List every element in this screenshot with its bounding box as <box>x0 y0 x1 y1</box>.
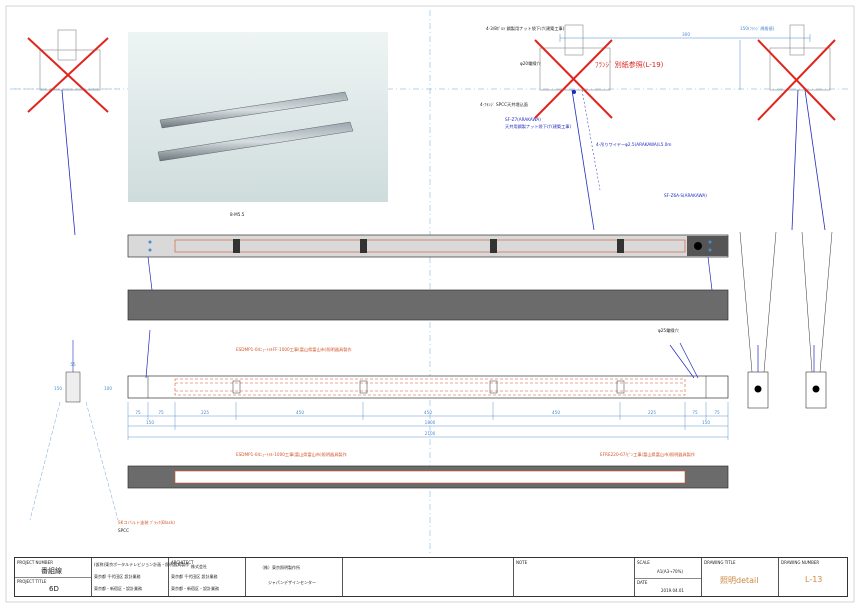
deleted-detail-center <box>534 24 613 231</box>
top-dimension <box>559 34 811 90</box>
dim-450b: 450 <box>424 410 432 415</box>
elevation-top-view <box>127 234 729 258</box>
deleted-detail-left <box>27 29 109 236</box>
project-title-value: 6D <box>49 585 59 593</box>
project-number-value: 番組線 <box>41 567 62 575</box>
drawing-number-label: DRAWING NUMBER <box>781 560 820 565</box>
notes-label: NOTE <box>516 560 528 565</box>
hole-label: 8-M5.5 <box>230 212 245 217</box>
project-number-label: PROJECT NUMBER <box>17 560 53 565</box>
firm-name: （株）東京照明製作所 <box>260 565 300 570</box>
architect-line-2: 東京都 千代田区 設計業務 <box>171 574 218 579</box>
fixture3-note: EFRE220-67/ﾋﾟﾝ工事(富山県富山市)照明器具製作 <box>600 451 696 458</box>
dim-150a: 150 <box>146 420 154 425</box>
conduit-lower-note: φ25電線穴 <box>658 327 679 334</box>
date-label: DATE <box>637 580 648 585</box>
fixture1-note: ESDMP1-04ﾆｭｰﾄﾗﾙFF-1000工事(富山県富山市)照明器具製作 <box>236 346 352 353</box>
scale-value: A1(A3→70%) <box>657 569 683 574</box>
dim-side-100: 100 <box>104 386 112 391</box>
elevation-section-view <box>127 375 729 399</box>
suspension-wires <box>145 256 713 379</box>
architect-line-3: 東京都・新宿区・設計業務 <box>171 586 219 591</box>
dim-225a: 225 <box>201 410 209 415</box>
firm-sub: ジャパンデザインセンター <box>268 580 316 585</box>
dim-225b: 225 <box>648 410 656 415</box>
sf27-sub-note: 天井用鋼製ナット袋下げ(建築工事) <box>505 123 571 130</box>
drawing-title: 照明detail <box>720 576 759 585</box>
drawing-title-label: DRAWING TITLE <box>704 560 736 565</box>
bolt-hole-note: 4-3/8ﾎﾞﾙﾄ 鋼製用ナット袋下げ(建築工事) <box>486 25 565 32</box>
designer-line-1: (仮称)東京ポータルテレビジョン計画・照明器具製作 <box>94 562 190 567</box>
scale-label: SCALE <box>637 560 650 565</box>
elevation-solid-view <box>127 289 729 321</box>
elevation-bottom-view <box>127 465 729 489</box>
sf27-note: SF-Z7(ARAKAWA) <box>505 117 541 122</box>
dim-2100: 2100 <box>425 431 436 436</box>
fixture-render-photo <box>128 32 388 202</box>
top-dim-right-text: 150(ﾌﾗﾝｼﾞ規格値) <box>740 25 775 32</box>
wire-note: 4-吊りワイヤーφ2.5(ARAKAWA)L5.0m <box>596 142 672 148</box>
dim-150b: 150 <box>702 420 710 425</box>
deleted-detail-right <box>757 24 836 231</box>
title-block: PROJECT NUMBER 番組線 PROJECT TITLE 6D (仮称)… <box>14 557 848 597</box>
designer-line-2: 東京都 千代田区 設計業務 <box>94 574 141 579</box>
finish-note-1: SKコバルト塗装 ﾌﾞﾗｯｸ(Black) <box>118 519 175 526</box>
dim-75a: 75 <box>135 410 141 415</box>
side-section-left <box>29 340 119 521</box>
dim-1800: 1800 <box>425 420 436 425</box>
drawing-number: L-13 <box>805 575 823 584</box>
fixture2-note: ESDMP1-04ﾆｭｰﾄﾗﾙ-1000工事(富山県富山市)照明器具製作 <box>236 451 348 458</box>
finish-note-2: SPCC <box>118 528 129 533</box>
conduit-top-note: φ20電線穴 <box>520 60 541 67</box>
dim-side-150: 150 <box>54 386 62 391</box>
dim-75d: 75 <box>714 410 720 415</box>
dim-75c: 75 <box>692 410 698 415</box>
date-value: 2019.04.01 <box>661 588 684 593</box>
side-sections-right <box>739 231 833 409</box>
dim-450a: 450 <box>296 410 304 415</box>
dim-75b: 75 <box>158 410 164 415</box>
spcc-note: 4-ﾌﾗﾝｼﾞ SPCC天井埋込面 <box>480 101 528 108</box>
dim-450c: 450 <box>552 410 560 415</box>
dimension-lines <box>127 402 729 440</box>
top-dim-text: 300 <box>682 32 690 37</box>
designer-line-3: 東京都・新宿区・設計業務 <box>94 586 142 591</box>
dim-side-55: 55 <box>70 362 76 367</box>
flange-ref-note: ﾌﾗﾝｼﾞ 別紙参照(L-19) <box>595 60 664 69</box>
sheet-border <box>5 5 855 603</box>
architect-label: ARCHITECT <box>171 560 194 565</box>
architect-value: 株式会社 <box>191 564 207 569</box>
sf26a-note: SF-Z6A-S(ARAKAWA) <box>664 193 707 198</box>
project-title-label: PROJECT TITLE <box>17 579 47 584</box>
